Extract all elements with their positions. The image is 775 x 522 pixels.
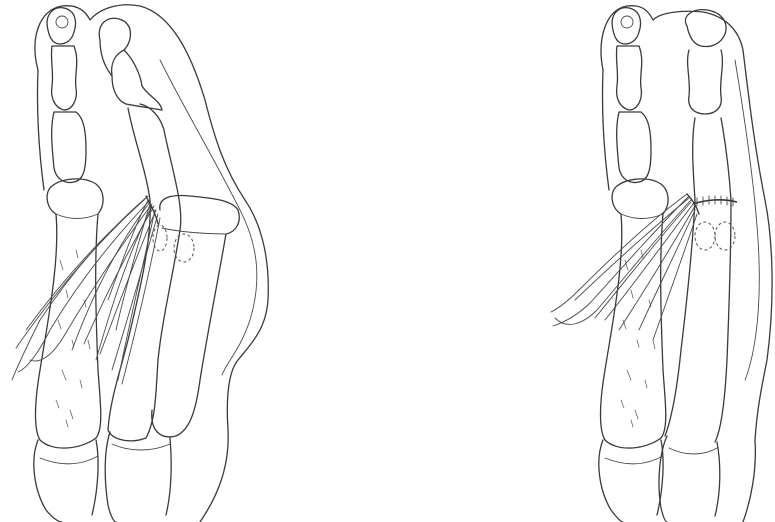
left-foot-svg bbox=[0, 0, 300, 522]
right-hallux-distal-phalanx bbox=[612, 8, 640, 44]
left-hallux-tip bbox=[56, 16, 68, 28]
right-sesamoid-dashed-1 bbox=[695, 222, 715, 250]
left-first-metatarsal-head-line bbox=[56, 214, 98, 219]
right-tendon-fibers bbox=[551, 194, 697, 340]
left-first-cuneiform bbox=[34, 440, 62, 522]
left-panel-foot-drawing bbox=[0, 0, 300, 522]
right-panel-foot-drawing bbox=[545, 0, 775, 522]
right-foot-svg bbox=[545, 0, 775, 522]
right-lateral-edge bbox=[743, 440, 755, 522]
right-hallux-sesamoid-segment bbox=[617, 112, 651, 182]
left-lesser-metatarsal-line bbox=[162, 228, 226, 234]
right-skin-inner bbox=[735, 60, 759, 380]
left-second-toe-joint bbox=[112, 50, 124, 76]
right-first-cuneiform bbox=[599, 440, 623, 522]
right-sesamoid-dashed-2 bbox=[715, 222, 735, 250]
left-hallux-proximal-phalanx bbox=[51, 46, 76, 110]
left-adductor-tendon-fibers bbox=[12, 196, 160, 384]
right-metatarsal-stipple bbox=[621, 250, 655, 427]
left-second-metatarsal bbox=[108, 104, 181, 441]
right-skin-medial bbox=[602, 70, 609, 190]
left-second-cuneiform-joint bbox=[112, 444, 170, 450]
left-cuneiform-joint bbox=[40, 456, 98, 464]
right-corrected-toe-proximal bbox=[693, 118, 695, 200]
left-first-metatarsal bbox=[36, 179, 104, 448]
left-skin-outline bbox=[35, 5, 268, 522]
left-second-toe-phalanges bbox=[99, 18, 162, 110]
right-hallux-proximal-phalanx bbox=[616, 46, 641, 110]
left-hallux-distal-phalanx bbox=[47, 8, 75, 44]
right-corrected-toe-nail bbox=[685, 10, 726, 47]
left-second-cuneiform bbox=[105, 432, 116, 522]
right-corrected-toe-phalanx bbox=[688, 50, 723, 114]
right-second-cuneiform-right bbox=[715, 442, 720, 516]
right-second-cuneiform-joint bbox=[669, 448, 717, 454]
right-hallux-tip bbox=[621, 16, 633, 28]
left-metatarsal-stipple bbox=[56, 250, 90, 427]
left-skin-medial bbox=[37, 70, 44, 190]
left-second-cuneiform-right bbox=[166, 438, 171, 515]
right-cuneiform-joint bbox=[605, 456, 663, 464]
right-corrected-metatarsal-r bbox=[715, 200, 731, 442]
left-first-cuneiform-right bbox=[92, 440, 98, 515]
right-corrected-toe-proximal-r bbox=[721, 118, 731, 200]
left-hallux-sesamoid-segment bbox=[52, 112, 86, 182]
